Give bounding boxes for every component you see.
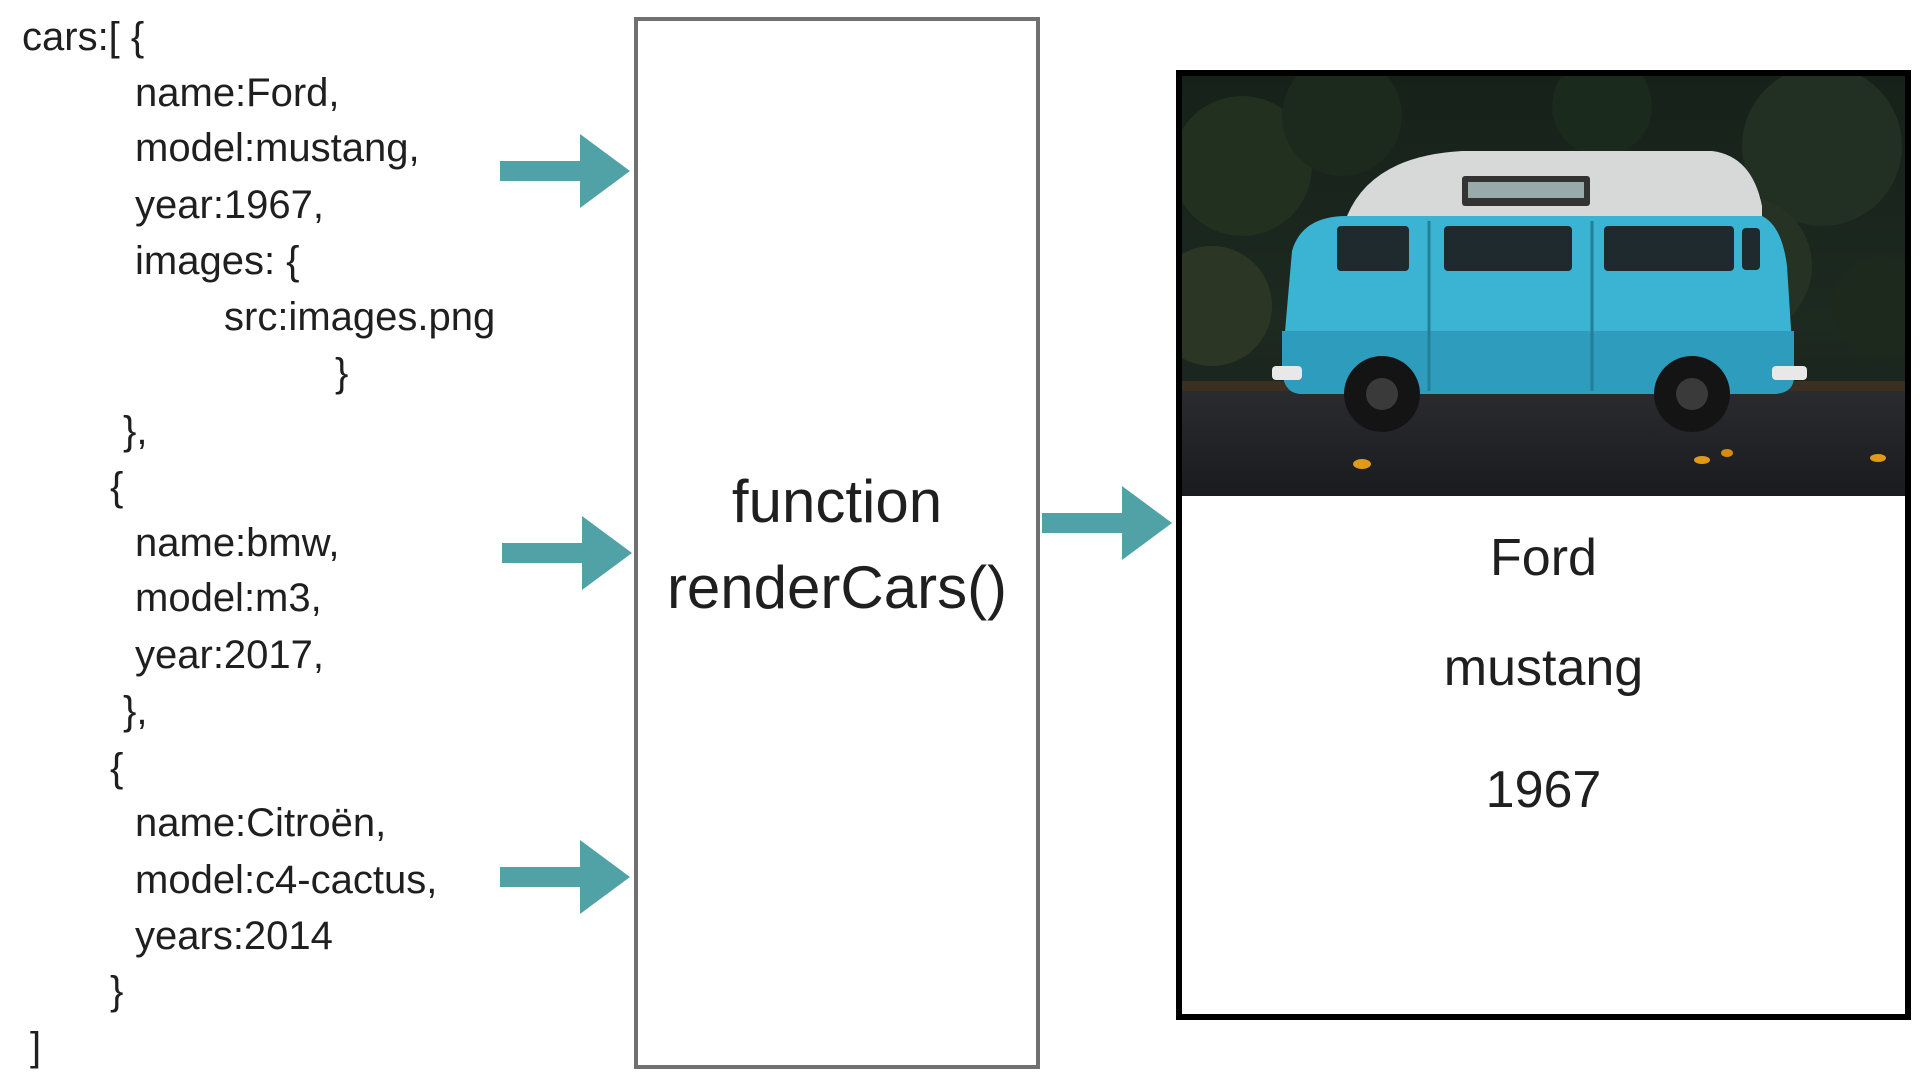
campervan-photo bbox=[1182, 76, 1905, 496]
code-line-years-2014: years:2014 bbox=[135, 914, 333, 958]
card-car-year: 1967 bbox=[1485, 761, 1602, 819]
code-line-images-open: images: { bbox=[135, 239, 300, 283]
code-line-car2-open: { bbox=[110, 465, 124, 509]
arrow-car3-icon bbox=[500, 840, 630, 914]
code-line-model-mustang: model:mustang, bbox=[135, 126, 420, 170]
arrow-output-icon bbox=[1042, 486, 1172, 560]
function-name: renderCars() bbox=[666, 554, 1008, 621]
code-line-model-c4-cactus: model:c4-cactus, bbox=[135, 858, 438, 902]
code-line-car3-open: { bbox=[110, 746, 124, 790]
rendered-car-card: Ford mustang 1967 bbox=[1176, 70, 1911, 1020]
function-keyword: function bbox=[731, 468, 943, 535]
code-line-name-bmw: name:bmw, bbox=[135, 521, 340, 565]
code-line-src: src:images.png bbox=[224, 295, 496, 339]
code-line-name-ford: name:Ford, bbox=[135, 71, 340, 115]
render-function-box: function renderCars() bbox=[634, 17, 1040, 1069]
code-line-car1-close: }, bbox=[123, 409, 148, 453]
arrow-car1-icon bbox=[500, 134, 630, 208]
code-line-name-citroen: name:Citroën, bbox=[135, 801, 387, 845]
code-line-car3-close: } bbox=[110, 969, 124, 1013]
card-car-model: mustang bbox=[1443, 639, 1644, 697]
arrow-car2-icon bbox=[502, 516, 632, 590]
code-line-cars-open: cars:[ { bbox=[22, 15, 145, 59]
code-line-year-1967: year:1967, bbox=[135, 183, 325, 227]
code-line-model-m3: model:m3, bbox=[135, 576, 322, 620]
code-line-car2-close: }, bbox=[123, 689, 148, 733]
code-line-cars-close: ] bbox=[30, 1025, 42, 1069]
card-car-name: Ford bbox=[1490, 529, 1597, 587]
code-line-images-close: } bbox=[335, 351, 349, 395]
code-line-year-2017: year:2017, bbox=[135, 633, 325, 677]
